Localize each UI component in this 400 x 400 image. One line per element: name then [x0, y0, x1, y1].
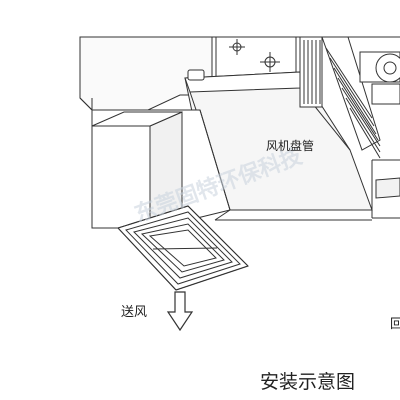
coil-fins	[299, 36, 381, 159]
return-air-label-partial: 回	[390, 317, 400, 332]
supply-air-label: 送风	[121, 305, 147, 320]
supply-diffuser	[117, 205, 249, 291]
fan-coil-panel	[184, 69, 373, 211]
fan-coil-label: 风机盘管	[266, 138, 314, 153]
supply-duct	[91, 111, 183, 229]
fan-icon	[260, 52, 280, 72]
diagram-caption: 安装示意图	[260, 371, 355, 393]
supply-arrow-icon	[166, 291, 194, 332]
blower-unit	[359, 51, 400, 219]
fan-icon	[229, 39, 245, 55]
